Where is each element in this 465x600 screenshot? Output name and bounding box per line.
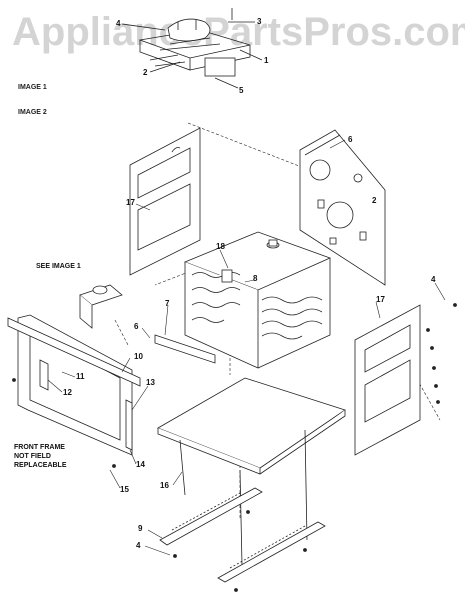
callout-11: 11 bbox=[76, 372, 85, 381]
callout-7: 7 bbox=[165, 299, 170, 308]
callout-6: 6 bbox=[134, 322, 139, 331]
callout-6: 6 bbox=[348, 135, 353, 144]
callout-4: 4 bbox=[116, 19, 121, 28]
callout-14: 14 bbox=[136, 460, 145, 469]
oven-cavity bbox=[183, 231, 332, 369]
right-side-panel bbox=[354, 304, 421, 456]
callout-4: 4 bbox=[431, 275, 436, 284]
callout-4: 4 bbox=[136, 541, 141, 550]
image1-control-assembly bbox=[121, 8, 263, 89]
callout-12: 12 bbox=[63, 388, 72, 397]
floor-panel bbox=[157, 377, 346, 566]
back-panel bbox=[299, 129, 386, 286]
callout-2: 2 bbox=[143, 68, 148, 77]
front-frame bbox=[7, 314, 141, 456]
callout-17: 17 bbox=[126, 198, 135, 207]
image2-header: IMAGE 2 bbox=[18, 109, 47, 116]
callout-13: 13 bbox=[146, 378, 155, 387]
left-side-panel bbox=[129, 127, 201, 276]
control-assembly-small bbox=[79, 284, 123, 329]
callout-1: 1 bbox=[264, 56, 269, 65]
front-strip bbox=[154, 334, 216, 364]
callout-18: 18 bbox=[216, 242, 225, 251]
callout-15: 15 bbox=[120, 485, 129, 494]
feet-rails bbox=[159, 487, 326, 583]
image1-header: IMAGE 1 bbox=[18, 84, 47, 91]
callout-8: 8 bbox=[253, 274, 258, 283]
callout-9: 9 bbox=[138, 524, 143, 533]
callout-17: 17 bbox=[376, 295, 385, 304]
callout-3: 3 bbox=[257, 17, 262, 26]
callout-16: 16 bbox=[160, 481, 169, 490]
front-frame-note-line3: REPLACEABLE bbox=[14, 462, 67, 469]
callout-2: 2 bbox=[372, 196, 377, 205]
callout-5: 5 bbox=[239, 86, 244, 95]
callout-10: 10 bbox=[134, 352, 143, 361]
front-frame-note-line2: NOT FIELD bbox=[14, 453, 51, 460]
watermark: AppliancePartsPros.com bbox=[12, 10, 465, 54]
front-frame-note-line1: FRONT FRAME bbox=[14, 444, 65, 451]
see-image-1-note: SEE IMAGE 1 bbox=[36, 263, 81, 270]
